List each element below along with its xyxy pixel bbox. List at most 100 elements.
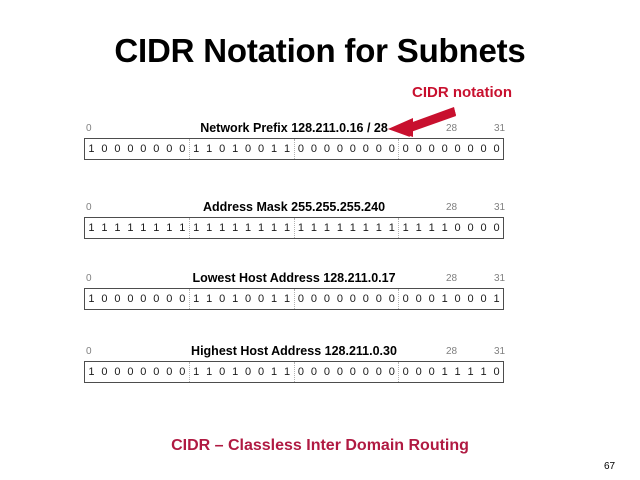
bit-cell: 0	[398, 362, 412, 382]
bit-cell: 0	[467, 221, 474, 234]
bit-cell: 0	[245, 365, 252, 378]
bit-cell: 0	[219, 365, 226, 378]
bit-cell: 1	[206, 365, 213, 378]
bit-cell: 1	[232, 221, 239, 234]
bit-cell: 0	[323, 365, 330, 378]
bit-cell: 1	[283, 365, 291, 378]
bit-cell: 1	[415, 221, 422, 234]
bit-cell: 1	[153, 221, 160, 234]
bit-cell: 0	[258, 365, 265, 378]
tick-label-31: 31	[494, 273, 506, 284]
bit-cell: 1	[428, 221, 435, 234]
bit-cell: 0	[310, 292, 318, 305]
bit-cell: 0	[415, 142, 422, 155]
bit-cell: 0	[114, 292, 121, 305]
bit-cell: 0	[323, 142, 330, 155]
bit-cell: 0	[310, 365, 318, 378]
bit-cell: 1	[88, 292, 95, 305]
bit-cell: 1	[398, 218, 412, 238]
bit-cell: 0	[166, 292, 173, 305]
bit-row-caption: Network Prefix 128.211.0.16 / 28	[200, 121, 388, 135]
bit-cell: 0	[398, 289, 412, 309]
bit-cell: 1	[188, 139, 203, 159]
bit-cell: 0	[179, 292, 186, 305]
bit-cell: 0	[245, 142, 252, 155]
bit-cell: 0	[493, 142, 500, 155]
bit-cell: 1	[245, 221, 252, 234]
bit-cell: 1	[467, 365, 474, 378]
tick-label-31: 31	[494, 123, 506, 134]
bit-cell: 0	[153, 142, 160, 155]
tick-label-31: 31	[494, 202, 506, 213]
tick-label-28: 28	[446, 123, 458, 134]
bit-cell: 0	[375, 142, 382, 155]
bit-cell: 0	[441, 142, 448, 155]
bit-cell: 1	[101, 221, 108, 234]
footer-caption: CIDR – Classless Inter Domain Routing	[171, 437, 469, 454]
bit-cell: 1	[206, 221, 213, 234]
bit-cell: 1	[232, 365, 239, 378]
bit-cell: 0	[375, 292, 382, 305]
bit-cell: 0	[415, 365, 422, 378]
bit-cell: 0	[336, 365, 343, 378]
bit-cell: 0	[219, 292, 226, 305]
bit-cell: 1	[441, 292, 448, 305]
bit-cell: 1	[480, 365, 487, 378]
tick-label-31: 31	[494, 346, 506, 357]
bit-cell: 0	[428, 142, 435, 155]
cidr-notation-callout-label: CIDR notation	[412, 84, 512, 101]
bit-cell: 1	[88, 142, 95, 155]
bit-cell: 0	[245, 292, 252, 305]
bit-cell: 1	[454, 365, 461, 378]
bit-cell: 1	[232, 292, 239, 305]
bit-cell: 0	[388, 142, 395, 155]
bit-cell: 1	[188, 362, 203, 382]
bit-cell: 1	[88, 221, 95, 234]
tick-label-0: 0	[86, 123, 92, 134]
bit-cell: 0	[349, 142, 356, 155]
bit-cell: 0	[467, 142, 474, 155]
bit-cell: 0	[454, 221, 461, 234]
bit-cell: 0	[140, 292, 147, 305]
bit-cell: 1	[270, 142, 278, 155]
bit-cell: 0	[388, 365, 395, 378]
bit-cell: 1	[270, 292, 278, 305]
bit-cell: 1	[310, 221, 318, 234]
bit-cell: 1	[188, 218, 203, 238]
bit-cell: 1	[270, 221, 278, 234]
tick-label-28: 28	[446, 273, 458, 284]
tick-label-0: 0	[86, 346, 92, 357]
bit-row-caption: Address Mask 255.255.255.240	[202, 200, 386, 214]
bit-cell: 1	[493, 292, 500, 305]
bit-cell: 0	[428, 365, 435, 378]
bit-cell: 0	[140, 142, 147, 155]
bit-cell: 1	[232, 142, 239, 155]
bit-cell: 0	[219, 142, 226, 155]
bit-cell: 1	[441, 365, 448, 378]
bit-cell: 0	[362, 365, 369, 378]
bit-cell: 1	[283, 142, 291, 155]
bit-cell: 0	[480, 142, 487, 155]
bit-cell: 1	[283, 292, 291, 305]
bit-cell: 0	[493, 365, 500, 378]
bit-cell: 0	[153, 292, 160, 305]
bit-cell: 0	[336, 142, 343, 155]
bit-cell: 0	[454, 142, 461, 155]
bit-cell: 1	[293, 218, 308, 238]
bit-cell: 1	[114, 221, 121, 234]
bit-cell: 0	[114, 365, 121, 378]
bit-cell: 0	[127, 365, 134, 378]
bit-cell: 0	[101, 142, 108, 155]
bit-cell: 1	[323, 221, 330, 234]
bit-row-labels: 0 Network Prefix 128.211.0.16 / 28 28 31	[84, 121, 506, 138]
tick-label-28: 28	[446, 202, 458, 213]
page-title: CIDR Notation for Subnets	[114, 32, 526, 69]
bit-cell: 0	[166, 142, 173, 155]
bit-cell: 0	[375, 365, 382, 378]
